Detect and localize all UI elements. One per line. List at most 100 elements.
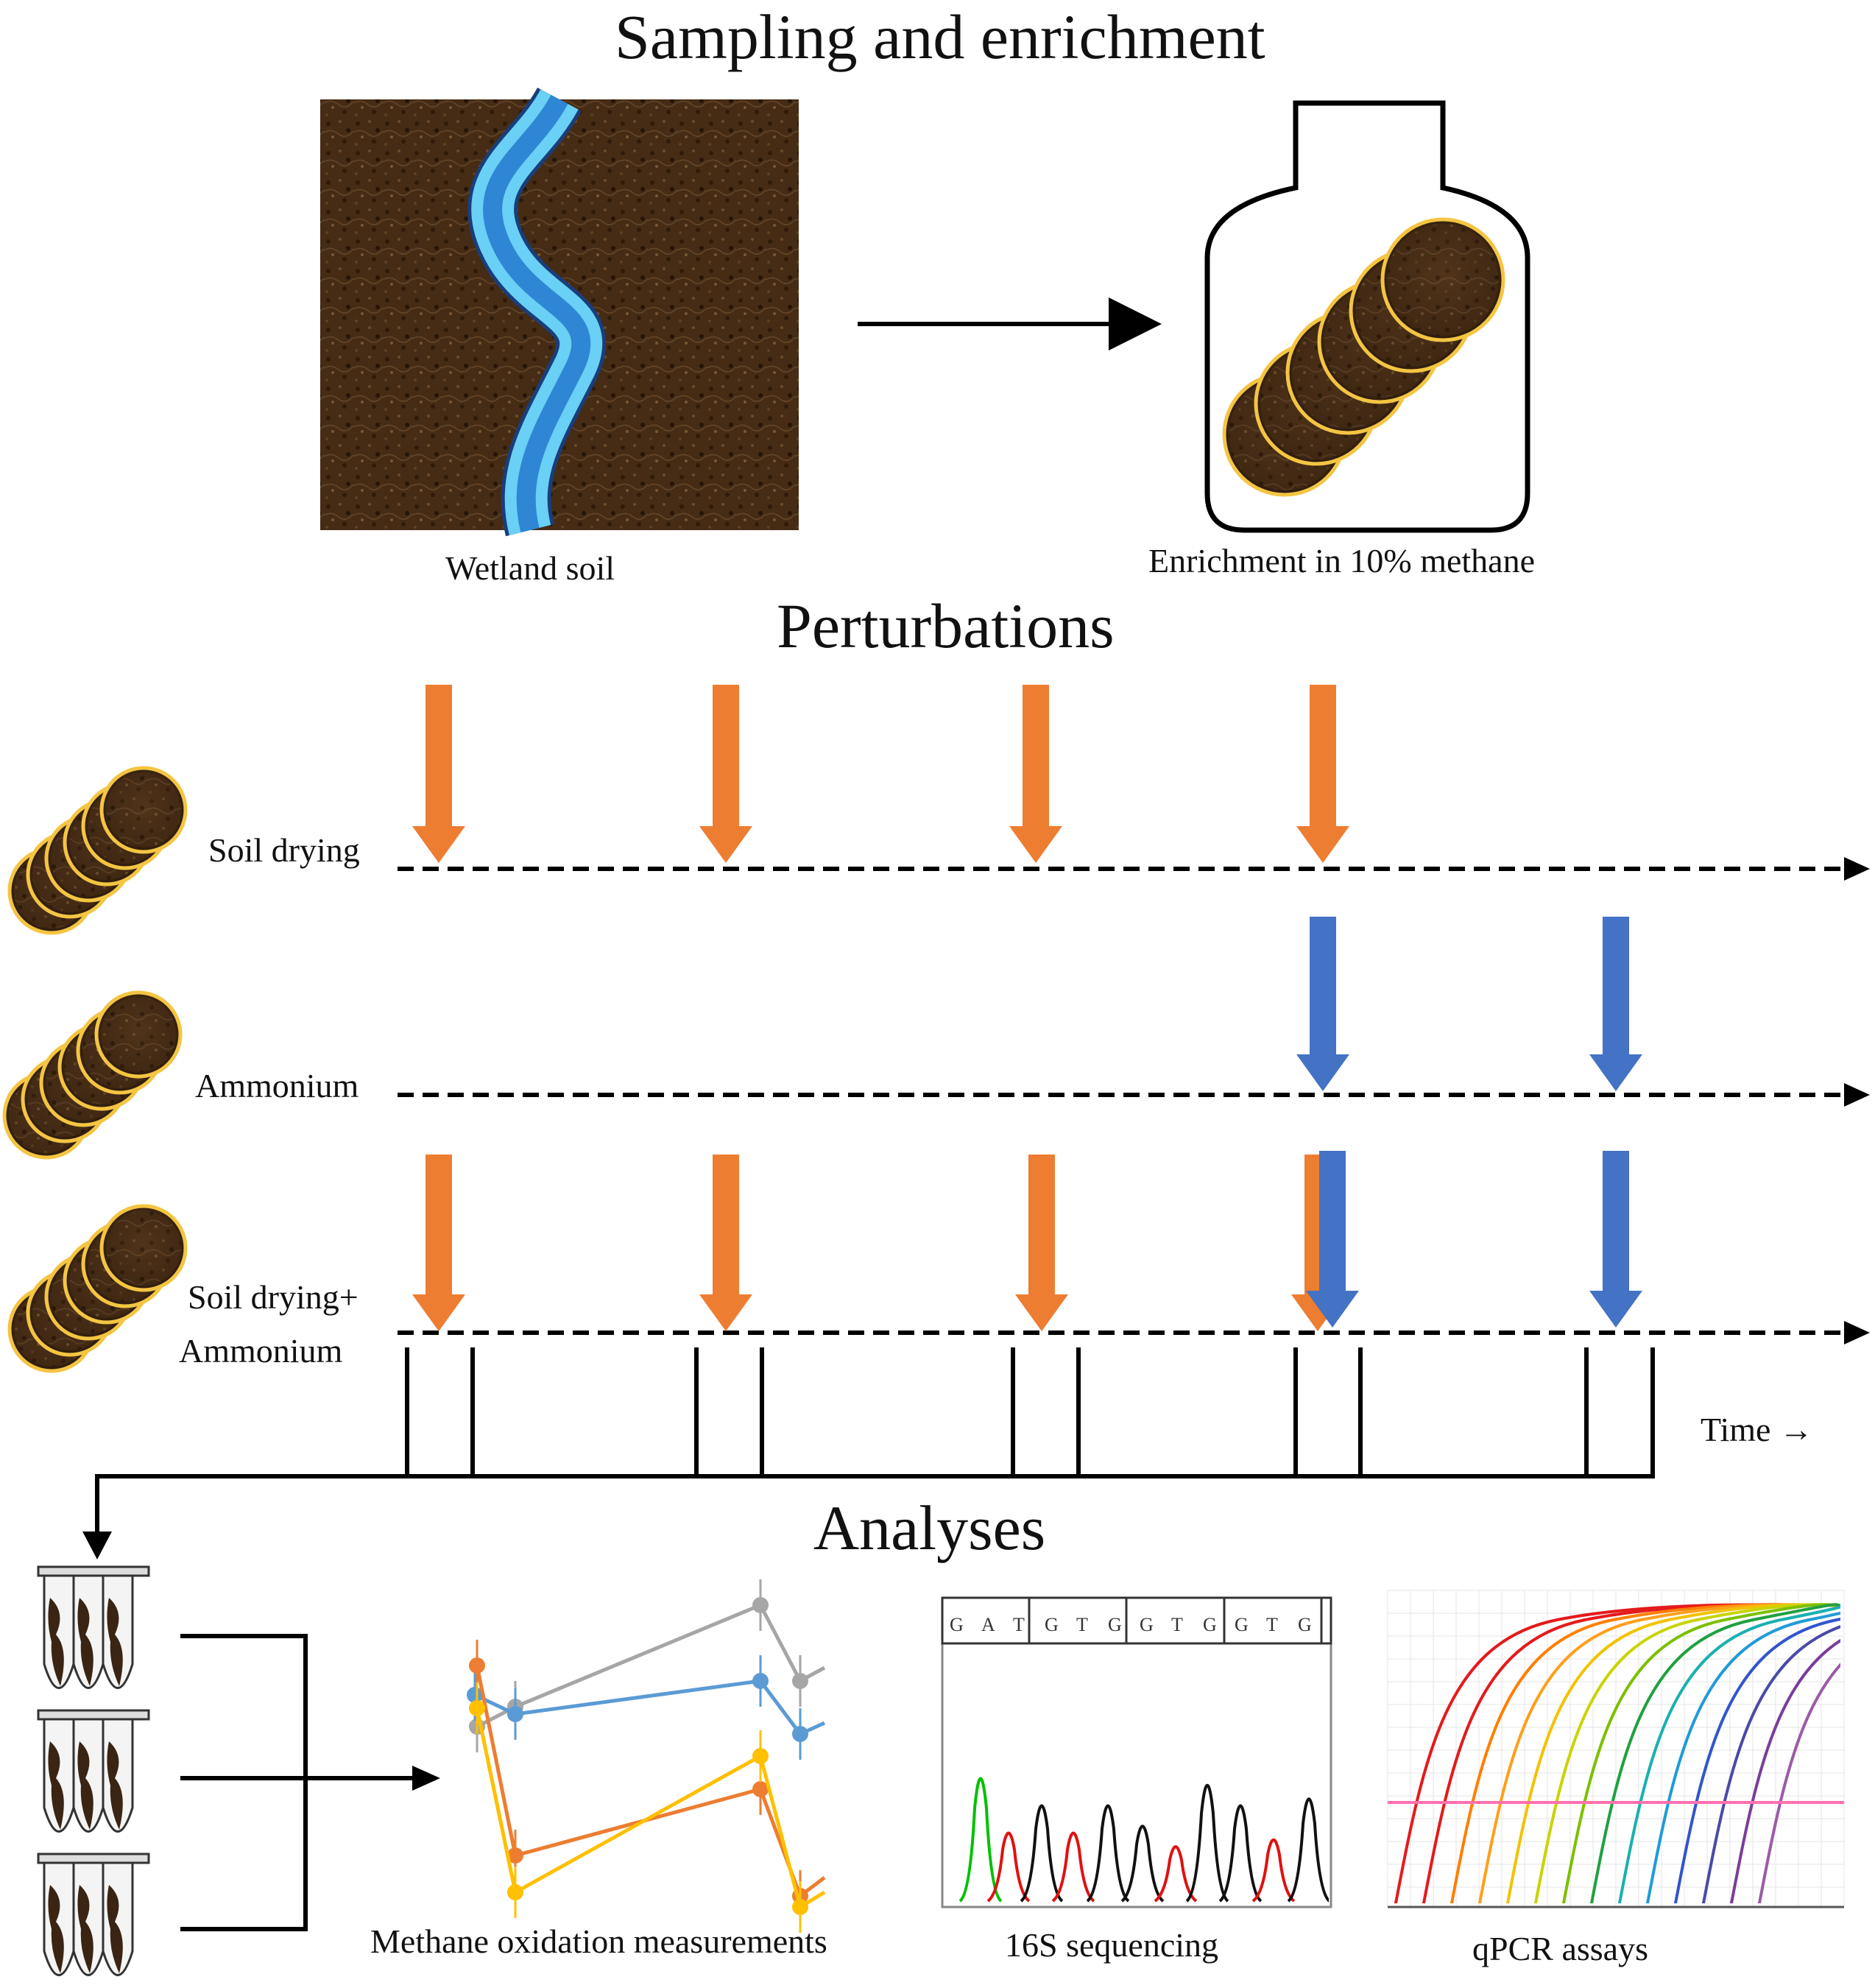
base-call-letter: T bbox=[1266, 1614, 1278, 1635]
wetland-soil-image bbox=[320, 87, 799, 537]
sampling-ticks bbox=[82, 1347, 1655, 1559]
sample-tube bbox=[72, 1718, 105, 1833]
amplification-curve bbox=[1729, 1638, 1840, 1903]
methane-series-1 bbox=[476, 1602, 826, 1729]
perturbations-title: Perturbations bbox=[777, 591, 1115, 661]
data-point bbox=[752, 1748, 769, 1764]
chromatogram-peak bbox=[958, 1777, 1003, 1903]
data-point bbox=[752, 1597, 769, 1613]
data-point bbox=[792, 1673, 808, 1689]
enrichment-caption: Enrichment in 10% methane bbox=[1148, 542, 1536, 579]
collector-arrowhead bbox=[82, 1531, 112, 1559]
chromatogram-peak bbox=[1086, 1804, 1130, 1903]
base-call-letter: G bbox=[1203, 1614, 1217, 1635]
sample-tube bbox=[102, 1574, 134, 1689]
soil-disc bbox=[99, 766, 188, 854]
chromatogram-peak bbox=[1185, 1784, 1229, 1903]
sample-tube bbox=[43, 1574, 75, 1689]
drying-arrow bbox=[1296, 685, 1349, 863]
base-call-letter: G bbox=[1298, 1614, 1312, 1635]
methane-series-2 bbox=[473, 1679, 826, 1737]
sample-tube bbox=[102, 1861, 134, 1976]
sample-tube bbox=[72, 1574, 105, 1689]
methane-series-4 bbox=[475, 1707, 826, 1910]
qpcr-curves bbox=[1387, 1590, 1845, 1908]
row-label-ammonium: Ammonium bbox=[195, 1067, 359, 1104]
amplification-curve bbox=[1757, 1662, 1840, 1903]
tube-rack-cap bbox=[37, 1709, 150, 1721]
time-axis-label: Time → bbox=[1701, 1411, 1813, 1448]
amplification-curve bbox=[1617, 1604, 1840, 1903]
tube-rack-cap bbox=[37, 1853, 150, 1864]
data-point bbox=[507, 1847, 523, 1864]
amplification-curve bbox=[1701, 1625, 1840, 1903]
data-point bbox=[467, 1687, 483, 1703]
drying-arrow bbox=[412, 1155, 465, 1331]
chromatogram-peak bbox=[1154, 1845, 1198, 1903]
tube-rack-cap bbox=[37, 1565, 150, 1577]
methane-caption: Methane oxidation measurements bbox=[370, 1922, 827, 1960]
chromatogram-peak bbox=[1120, 1825, 1165, 1903]
row-label-combined-line2: Ammonium bbox=[179, 1332, 343, 1370]
ammonium-arrow bbox=[1589, 917, 1642, 1091]
sample-tube bbox=[72, 1861, 105, 1976]
amplification-curves bbox=[1394, 1603, 1840, 1903]
drying-arrow bbox=[1009, 685, 1062, 863]
sample-tube bbox=[43, 1861, 75, 1976]
chromatogram-peak bbox=[1218, 1804, 1263, 1903]
ammonium-arrow bbox=[1589, 1151, 1642, 1328]
base-call-letter: T bbox=[1171, 1614, 1183, 1635]
soil-disc bbox=[94, 990, 183, 1079]
base-call-letter: A bbox=[981, 1614, 995, 1635]
analyses-title: Analyses bbox=[813, 1492, 1046, 1563]
base-call-strip bbox=[941, 1596, 1332, 1645]
data-point bbox=[792, 1726, 808, 1742]
base-call-letter: G bbox=[1108, 1614, 1122, 1635]
data-point bbox=[752, 1673, 769, 1689]
drying-arrow bbox=[412, 685, 465, 863]
base-call-letter: T bbox=[1076, 1614, 1088, 1635]
enrichment-bottle bbox=[1204, 100, 1530, 533]
timeline-arrowhead bbox=[1844, 1083, 1870, 1107]
chromatogram-peak bbox=[1051, 1831, 1095, 1903]
connector-arrowhead bbox=[412, 1766, 440, 1791]
data-point bbox=[507, 1706, 523, 1722]
data-point bbox=[469, 1700, 485, 1716]
collector-line bbox=[95, 1474, 1655, 1531]
sequencing-caption: 16S sequencing bbox=[1005, 1926, 1219, 1964]
timelines bbox=[398, 857, 1870, 1344]
sample-tube bbox=[43, 1718, 75, 1833]
amplification-curve bbox=[1673, 1617, 1840, 1903]
ammonium-arrow bbox=[1306, 1151, 1359, 1328]
chromatogram-peaks bbox=[958, 1777, 1329, 1903]
base-call-letter: G bbox=[1140, 1614, 1154, 1635]
soil-disc bbox=[99, 1204, 188, 1292]
base-call-letter: G bbox=[1045, 1614, 1059, 1635]
drying-arrow bbox=[1015, 1155, 1068, 1331]
row-soil-discs bbox=[2, 766, 188, 1373]
row-label-soil-drying: Soil drying bbox=[208, 831, 360, 869]
base-call-letter: T bbox=[1013, 1614, 1025, 1635]
chromatogram-peak bbox=[986, 1831, 1031, 1903]
bottle-soil-discs bbox=[1222, 217, 1505, 497]
amplification-curve bbox=[1645, 1604, 1840, 1903]
qpcr-caption: qPCR assays bbox=[1472, 1930, 1648, 1967]
drying-arrow bbox=[699, 685, 752, 863]
timeline-arrowhead bbox=[1844, 1321, 1870, 1344]
sample-tube bbox=[102, 1718, 134, 1833]
ammonium-arrow bbox=[1296, 917, 1349, 1091]
data-point bbox=[752, 1781, 769, 1797]
base-call-letter: G bbox=[950, 1614, 964, 1635]
sampling-title: Sampling and enrichment bbox=[615, 1, 1265, 72]
chromatogram-peak bbox=[1287, 1797, 1329, 1903]
data-point bbox=[507, 1884, 523, 1900]
sample-tubes bbox=[37, 1565, 150, 1976]
base-call-letter: G bbox=[1235, 1614, 1249, 1635]
perturbation-arrows bbox=[412, 685, 1642, 1331]
chromatogram-peak bbox=[1251, 1838, 1296, 1903]
data-point bbox=[469, 1657, 485, 1674]
data-point bbox=[792, 1899, 808, 1915]
